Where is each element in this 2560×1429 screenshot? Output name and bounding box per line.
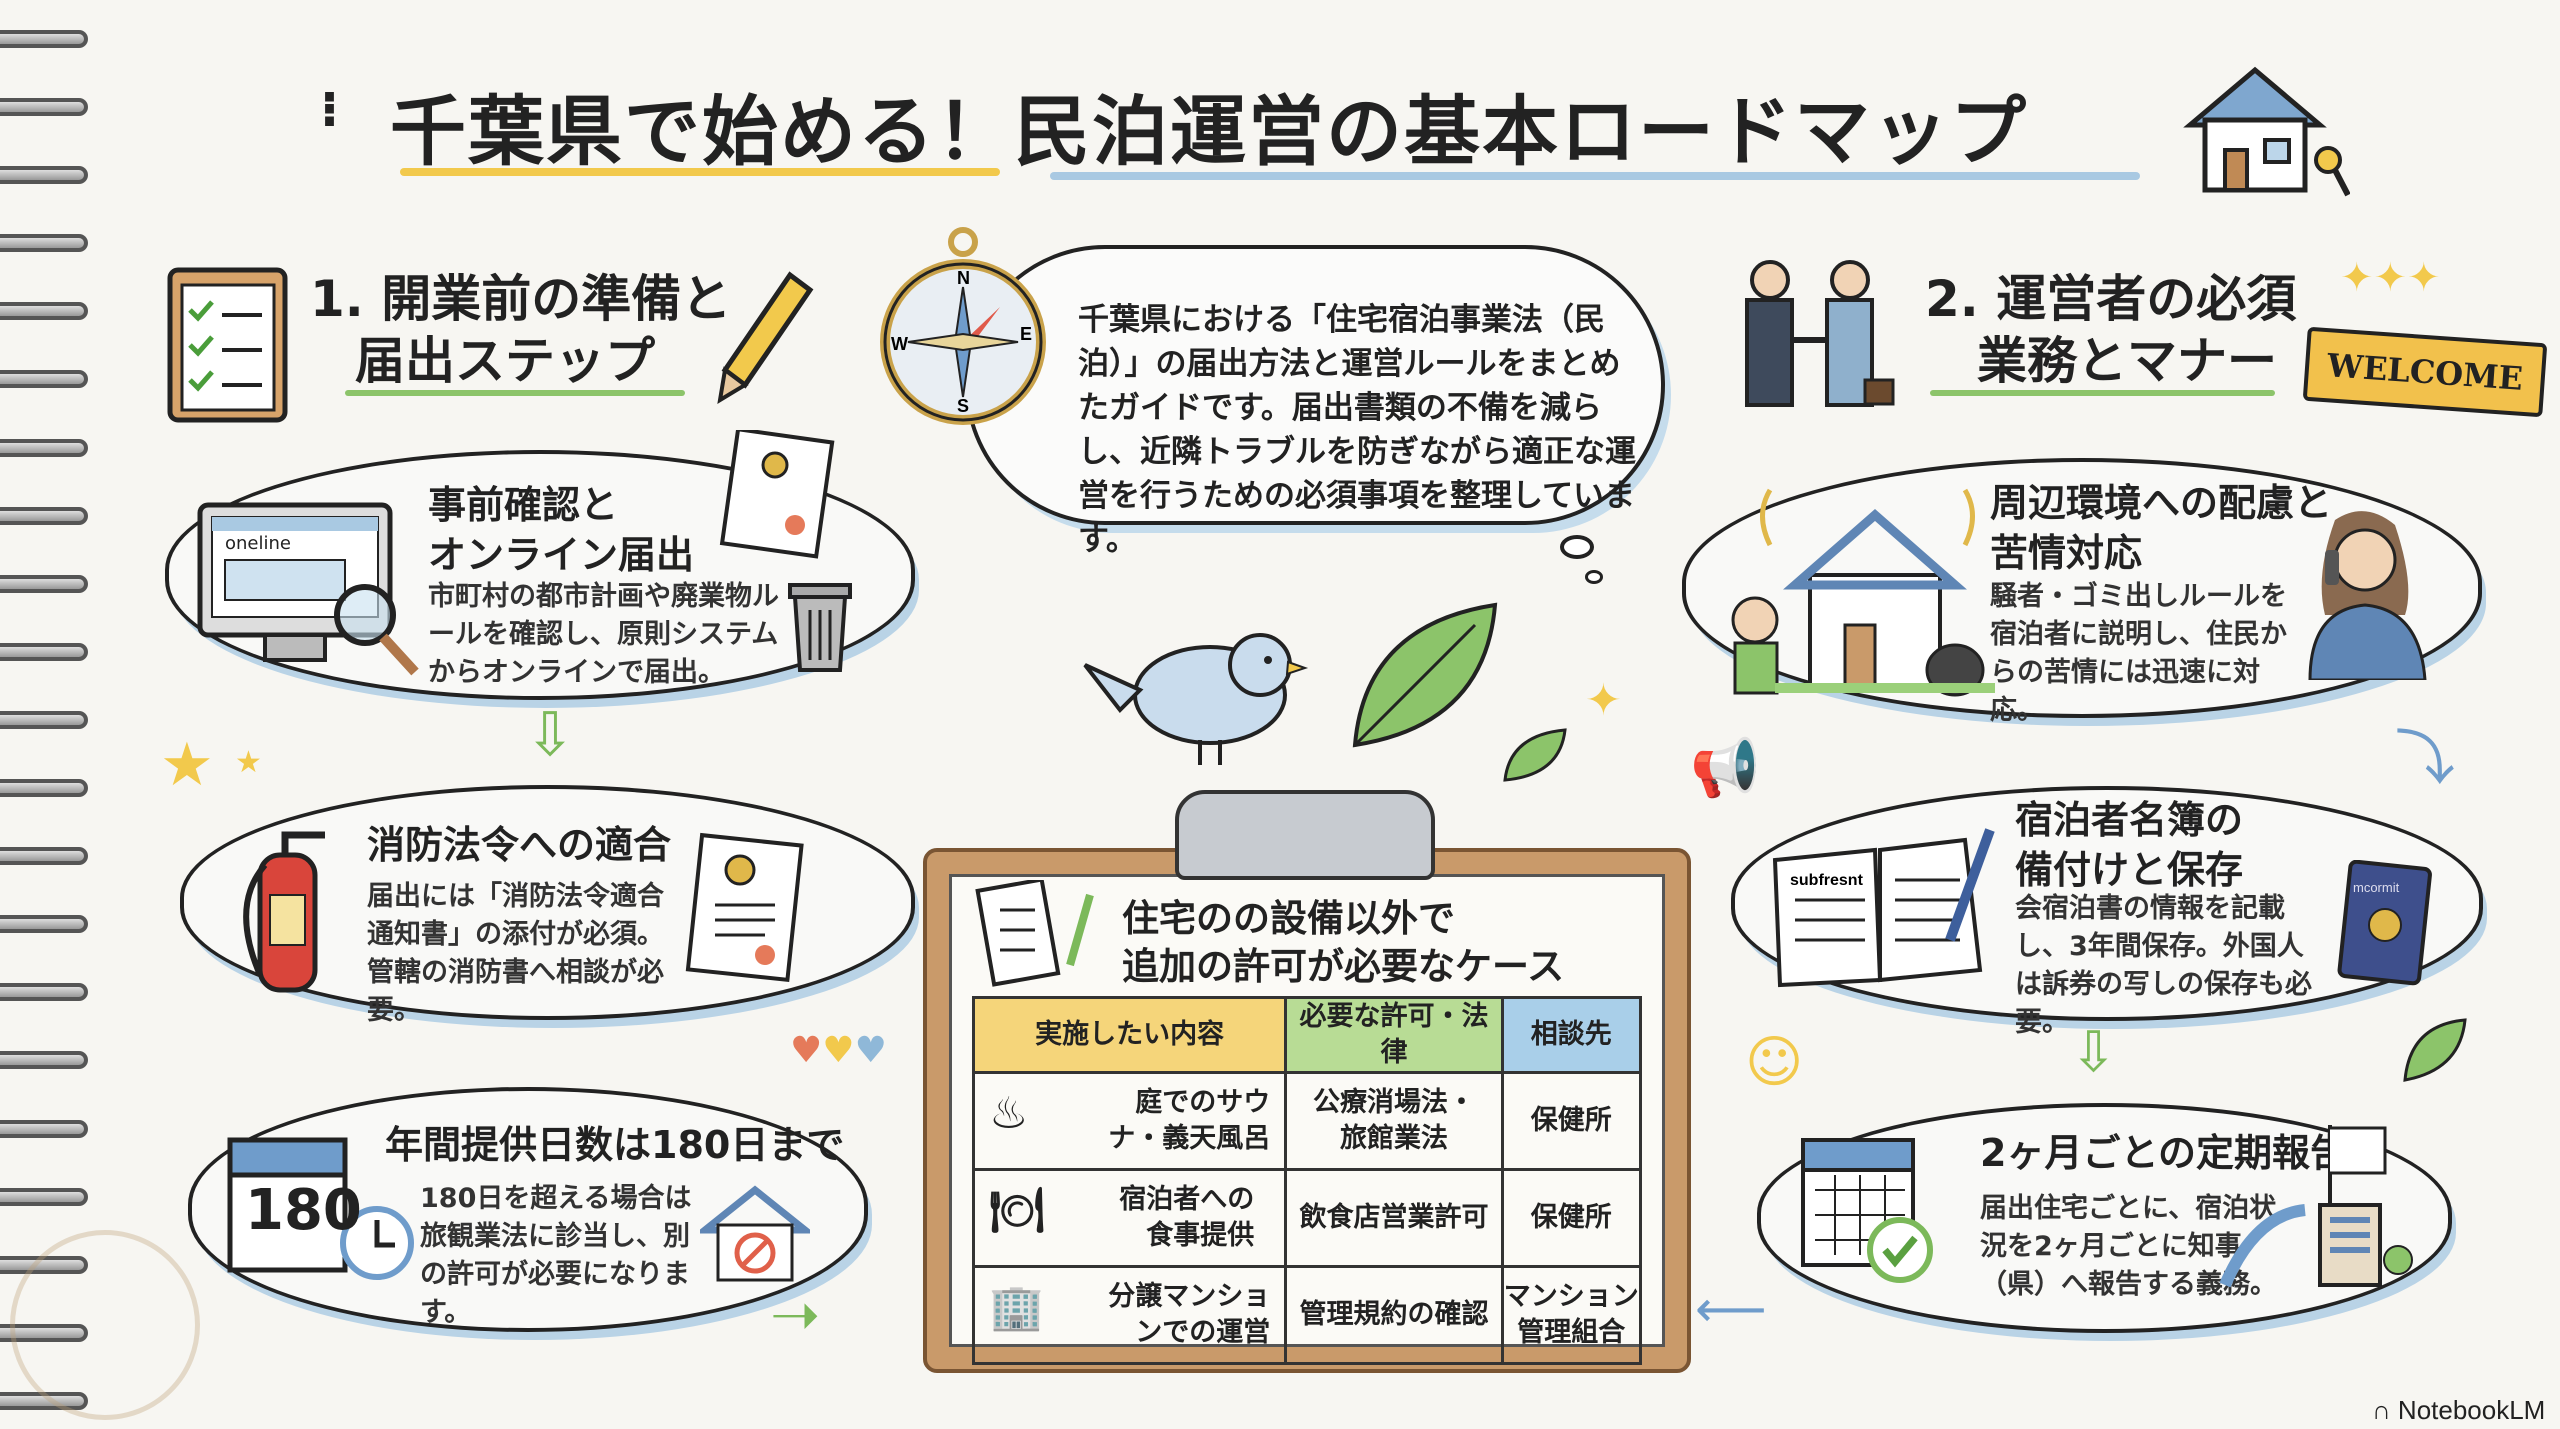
section2-heading-line1: 2. 運営者の必須 (1925, 270, 2297, 328)
no-house-icon (700, 1185, 810, 1282)
section2-heading-line2: 業務とマナー (1977, 332, 2277, 390)
thought-dot (1585, 570, 1603, 584)
table-cell: 公療消場法・旅館業法 (1284, 1071, 1504, 1171)
compass-w: W (891, 334, 908, 354)
apartment-icon: 🏢 (989, 1282, 1044, 1333)
computer-search-icon (197, 502, 419, 676)
step-title: 事前確認と (428, 483, 619, 527)
arrow-down-right-icon: ⤵ (2395, 724, 2455, 794)
star-small-icon: ★ (235, 745, 262, 780)
calendar-check-icon (1801, 1138, 1933, 1283)
book-label: subfresnt (1790, 872, 1864, 889)
table-row: 🏢 分譲マンションでの運営 管理規約の確認 マンション管理組合 (971, 1265, 1643, 1365)
permits-title-line2: 追加の許可が必要なケース (1122, 945, 1565, 988)
section1-heading-line2: 届出ステップ (355, 332, 655, 390)
pencil-icon (717, 271, 814, 404)
trash-can-icon (788, 583, 852, 672)
arrow-left-icon: ⟵ (1695, 1280, 1767, 1338)
step-title: 宿泊者名簿の (2015, 798, 2244, 842)
passport-label: mcormit (2353, 880, 2400, 895)
leaf-small-icon (1503, 728, 1567, 782)
step-title: 苦情対応 (1990, 531, 2143, 575)
section1-underline (345, 390, 685, 396)
column-header: 相談先 (1500, 996, 1643, 1074)
notebooklm-logo-icon: ∩ (2372, 1395, 2391, 1425)
permits-title-line1: 住宅のの設備以外で (1122, 897, 1455, 940)
table-cell: 管理規約の確認 (1284, 1265, 1504, 1365)
passport-icon: mcormit (2337, 860, 2432, 986)
leaf-icon (1352, 602, 1498, 748)
calendar-icon (227, 1137, 414, 1280)
clipboard-clip (1175, 790, 1435, 880)
title-underline (400, 168, 1000, 176)
table-row: 🍽 宿泊者への食事提供 飲食店営業許可 保健所 (971, 1168, 1643, 1268)
compass-n: N (957, 268, 970, 288)
smiley-icon: ☺ (1745, 1030, 1804, 1095)
step-text: 届出には「消防法令適合通知書」の添付が必須。管轄の消防書へ相談が必要。 (367, 881, 664, 1026)
welcome-sign: WELCOME (2302, 326, 2548, 418)
brand-label: NotebookLM (2397, 1395, 2546, 1425)
column-header: 必要な許可・法律 (1284, 996, 1504, 1074)
table-row: ♨ 庭でのサウナ・義天風呂 公療消場法・旅館業法 保健所 (971, 1071, 1643, 1171)
permits-table: 実施したい内容 必要な許可・法律 相談先 ♨ 庭でのサウナ・義天風呂 公療消場法・… (971, 996, 1643, 1365)
page-title: 千葉県で始める！民泊運営の基本ロードマップ (390, 87, 2028, 176)
section1-heading-line1: 1. 開業前の準備と (310, 270, 732, 328)
compass-e: E (1020, 324, 1032, 344)
step-text: 180日を超える場合は旅観業法に診当し、別の許可が必要になります。 (420, 1183, 692, 1328)
thought-dot (1560, 535, 1594, 559)
step-title: 消防法令への適合 (367, 823, 672, 867)
compass-s: S (957, 396, 969, 416)
step-text: 会宿泊書の情報を記載し、3年間保存。外国人は訴券の写しの保存も必要。 (2015, 893, 2312, 1038)
compass-icon: N E S W (880, 227, 1046, 425)
hearts-icon: ♥♥♥ (790, 1030, 887, 1071)
title-underline-blue (1050, 172, 2140, 180)
checklist-pencil-icon (975, 880, 1094, 987)
sauna-icon: ♨ (989, 1088, 1029, 1139)
screen-label: oneline (225, 533, 291, 554)
table-cell: 保健所 (1500, 1071, 1643, 1171)
house-neighbor-icon (1731, 488, 1995, 697)
section2-underline (1930, 390, 2275, 396)
step-title: オンライン届出 (428, 533, 695, 577)
checklist-clipboard-icon (167, 267, 288, 423)
bird-icon (1083, 633, 1309, 765)
arrow-down-icon: ⇩ (2070, 1020, 2117, 1085)
step-title: 2ヶ月ごとの定期報告 (1980, 1131, 2349, 1175)
table-cell: 飲食店営業許可 (1284, 1168, 1504, 1268)
sparkle-icon: ✦ (1585, 675, 1622, 726)
arrow-right-icon: ➝ (770, 1280, 821, 1350)
notebooklm-brand: ∩ NotebookLM (2372, 1395, 2545, 1426)
step-text: 騒者・ゴミ出しルールを宿泊者に説明し、住民からの苦情には迅速に対応。 (1990, 581, 2287, 726)
calendar-number: 180 (245, 1178, 362, 1243)
intro-text: 千葉県における「住宅宿泊事業法（民泊）」の届出方法と運営ルールをまとめたガイドで… (1078, 302, 1636, 558)
table-cell: 分譲マンションでの運営 (1108, 1281, 1271, 1348)
title-spark-icon: ⁝ (320, 80, 339, 138)
step-text: 市町村の都市計画や廃業物ルールを確認し、原則システムからオンラインで届出。 (428, 581, 779, 688)
government-building-icon (2219, 1125, 2413, 1288)
step-title: 年間提供日数は180日まで (385, 1123, 845, 1167)
column-header: 実施したい内容 (971, 996, 1288, 1074)
meal-icon: 🍽 (989, 1185, 1045, 1236)
table-cell: マンション管理組合 (1500, 1265, 1643, 1365)
house-key-icon (2183, 66, 2350, 197)
leaf-icon (2403, 1018, 2467, 1082)
star-icon: ★ (160, 730, 214, 800)
operator-phone-icon (2308, 511, 2427, 680)
arrow-down-icon: ⇩ (525, 700, 576, 770)
certificate-scroll-icon (719, 430, 835, 559)
spiral-binding (0, 30, 95, 1410)
coffee-stain (10, 1230, 200, 1420)
table-cell: 保健所 (1500, 1168, 1643, 1268)
megaphone-icon: 📢 (1690, 736, 1760, 801)
step-title: 周辺環境への配慮と (1990, 481, 2333, 525)
fire-extinguisher-icon (243, 831, 325, 993)
step-title: 備付けと保存 (2015, 848, 2244, 892)
table-cell: 宿泊者への食事提供 (1119, 1184, 1255, 1251)
handshake-people-icon (1745, 260, 1895, 407)
table-cell: 庭でのサウナ・義天風呂 (1108, 1087, 1271, 1154)
sparkles-icon: ✦✦✦ (2340, 255, 2441, 301)
guest-book-icon: subfresnt (1772, 828, 1995, 988)
certificate-scroll-icon (685, 832, 804, 983)
